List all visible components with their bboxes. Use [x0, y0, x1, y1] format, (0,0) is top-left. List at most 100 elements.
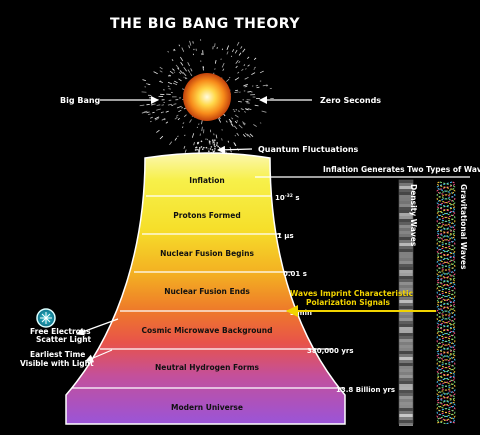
debris-particle: [172, 68, 175, 71]
density-band: [399, 255, 413, 258]
debris-particle: [249, 133, 254, 138]
debris-particle: [183, 66, 187, 72]
free-electrons-label: Free Electrons: [30, 327, 91, 336]
debris-particle: [159, 70, 163, 73]
debris-particle: [178, 109, 182, 113]
debris-particle: [159, 66, 163, 70]
density-band: [399, 195, 413, 198]
debris-particle: [253, 68, 256, 70]
debris-particle: [159, 135, 164, 140]
debris-particle: [178, 44, 181, 47]
density-band: [399, 345, 413, 348]
density-band: [399, 375, 413, 378]
density-band: [399, 396, 413, 399]
debris-particle: [246, 133, 251, 138]
fluctuation-particle: [212, 150, 215, 153]
debris-particle: [177, 118, 180, 121]
density-band: [399, 336, 413, 339]
debris-particle: [165, 110, 169, 113]
density-band: [399, 363, 413, 366]
debris-particle: [228, 118, 233, 123]
debris-particle: [201, 120, 203, 125]
debris-particle: [233, 125, 238, 130]
fluctuation-particle: [216, 144, 218, 146]
big-bang-burst: [183, 73, 231, 121]
debris-particle: [190, 68, 193, 72]
density-band: [399, 384, 413, 387]
debris-particle: [236, 120, 239, 122]
density-band: [399, 306, 413, 309]
density-band: [399, 333, 413, 336]
density-band: [399, 318, 413, 321]
debris-particle: [238, 52, 242, 56]
density-band: [399, 294, 413, 297]
debris-particle: [234, 77, 240, 81]
density-waves-label: Density Waves: [409, 184, 418, 247]
debris-particle: [168, 74, 172, 77]
debris-particle: [153, 71, 158, 75]
debris-particle: [245, 68, 247, 70]
stage-label: Modern Universe: [171, 403, 243, 412]
density-band: [399, 348, 413, 351]
density-band: [399, 249, 413, 252]
debris-particle: [230, 55, 233, 58]
debris-particle: [235, 65, 238, 69]
debris-particle: [235, 89, 239, 92]
stage-label: Inflation: [189, 176, 224, 185]
debris-particle: [214, 60, 217, 64]
debris-particle: [215, 134, 218, 139]
debris-particle: [174, 116, 178, 120]
debris-particle: [246, 102, 250, 104]
debris-particle: [163, 118, 166, 121]
stage-label: Nuclear Fusion Begins: [160, 249, 254, 258]
fluctuation-particle: [195, 146, 198, 149]
debris-particle: [242, 48, 246, 53]
density-band: [399, 303, 413, 306]
debris-particle: [232, 109, 235, 111]
debris-particle: [235, 60, 239, 64]
density-band: [399, 267, 413, 270]
fluctuation-particle: [205, 146, 208, 149]
debris-particle: [172, 49, 175, 52]
waves-imprint-label: Waves Imprint Characteristic: [290, 289, 413, 298]
debris-particle: [232, 49, 235, 53]
debris-particle: [230, 150, 232, 153]
fluctuation-particle: [203, 146, 205, 149]
debris-particle: [226, 45, 229, 50]
density-band: [399, 366, 413, 369]
density-band: [399, 261, 413, 264]
density-band: [399, 387, 413, 390]
debris-particle: [181, 88, 185, 90]
debris-particle: [228, 76, 231, 79]
fluctuation-particle: [213, 144, 216, 146]
debris-particle: [234, 120, 238, 124]
fluctuation-particle: [209, 148, 212, 150]
debris-particle: [192, 41, 194, 44]
debris-particle: [182, 72, 187, 77]
debris-particle: [149, 120, 152, 123]
debris-particle: [235, 109, 238, 111]
debris-particle: [189, 73, 193, 77]
density-band: [399, 228, 413, 231]
density-band: [399, 201, 413, 204]
density-band: [399, 372, 413, 375]
stage-label: Protons Formed: [173, 211, 240, 220]
debris-particle: [254, 104, 259, 107]
density-band: [399, 219, 413, 222]
density-band: [399, 402, 413, 405]
density-band: [399, 354, 413, 357]
debris-particle: [234, 91, 239, 94]
gravitational-waves-label: Gravitational Waves: [459, 184, 468, 270]
debris-particle: [251, 72, 256, 75]
debris-particle: [154, 117, 159, 121]
density-band: [399, 411, 413, 414]
density-band: [399, 216, 413, 219]
debris-particle: [165, 121, 169, 124]
debris-particle: [233, 142, 237, 147]
fluctuation-particle: [201, 148, 204, 151]
debris-particle: [236, 41, 240, 46]
debris-particle: [167, 81, 173, 85]
density-band: [399, 414, 413, 417]
